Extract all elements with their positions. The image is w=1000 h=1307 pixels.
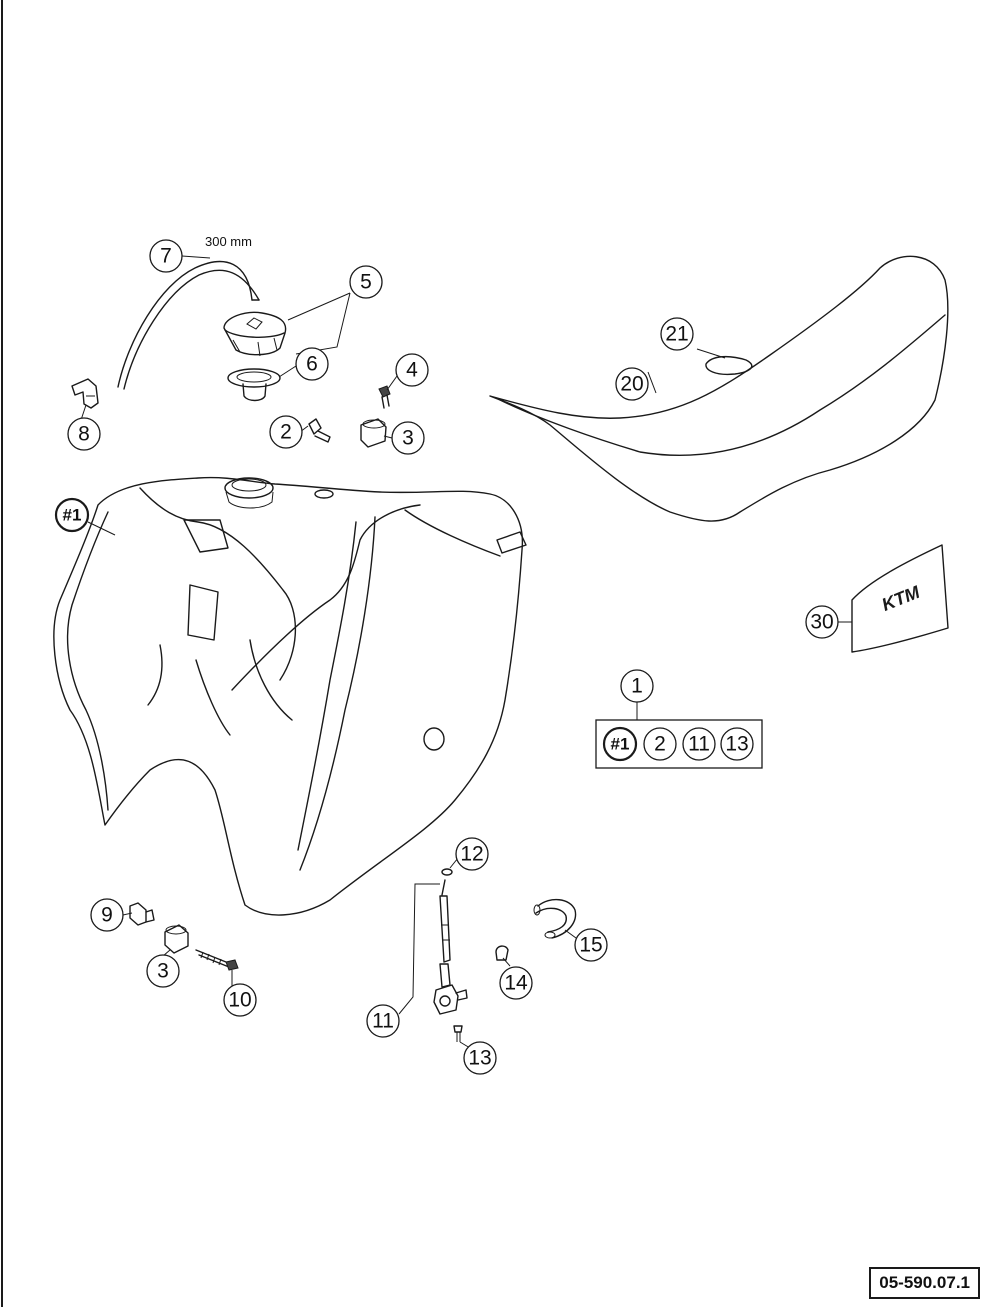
ktm-decal-part: KTM xyxy=(851,544,949,653)
kit-item-13: 13 xyxy=(720,727,754,761)
screw-part-4 xyxy=(378,385,391,409)
rubber-bushing-top-part xyxy=(360,418,387,448)
callout-3-top: 3 xyxy=(391,421,425,455)
svg-text:13: 13 xyxy=(468,1047,491,1070)
callout-6: 6 xyxy=(295,347,329,381)
svg-text:15: 15 xyxy=(579,934,602,957)
callout-30: 30 xyxy=(805,605,839,639)
fuel-hose-part xyxy=(533,899,577,939)
drawing-reference-number: 05-590.07.1 xyxy=(869,1267,980,1299)
hose-clamp-part xyxy=(495,945,509,961)
callout-14: 14 xyxy=(499,966,533,1000)
svg-text:4: 4 xyxy=(406,359,418,382)
fuel-tank-part xyxy=(53,476,527,916)
screw-part-10 xyxy=(195,949,239,971)
svg-text:20: 20 xyxy=(620,373,643,396)
svg-text:3: 3 xyxy=(402,427,414,450)
callout-11: 11 xyxy=(366,1004,400,1038)
decal-logo-text: KTM xyxy=(879,581,924,615)
kit-item-11: 11 xyxy=(682,727,716,761)
svg-text:#1: #1 xyxy=(63,506,82,525)
svg-text:2: 2 xyxy=(654,733,666,756)
bolt-part-2 xyxy=(308,418,331,443)
bushing-part-9 xyxy=(129,902,155,926)
hose-fitting-part xyxy=(71,378,99,409)
svg-text:6: 6 xyxy=(306,353,318,376)
leader-lines xyxy=(78,255,852,1049)
callout-3-bottom: 3 xyxy=(146,954,180,988)
cap-seal-part xyxy=(227,368,281,402)
svg-text:13: 13 xyxy=(725,733,748,756)
callout-5: 5 xyxy=(349,265,383,299)
rubber-bushing-bottom-part xyxy=(164,924,189,954)
svg-text:14: 14 xyxy=(504,972,528,995)
hose-length-label: 300 mm xyxy=(205,234,252,249)
filler-cap-part xyxy=(223,311,287,357)
callout-21: 21 xyxy=(660,317,694,351)
callout-15: 15 xyxy=(574,928,608,962)
callout-8: 8 xyxy=(67,417,101,451)
svg-text:11: 11 xyxy=(688,733,710,756)
callout-13: 13 xyxy=(463,1041,497,1075)
svg-text:10: 10 xyxy=(228,989,251,1012)
svg-text:2: 2 xyxy=(280,421,292,444)
callout-20: 20 xyxy=(615,367,649,401)
kit-item-2: 2 xyxy=(643,727,677,761)
svg-text:12: 12 xyxy=(460,843,483,866)
svg-text:30: 30 xyxy=(810,611,833,634)
svg-text:3: 3 xyxy=(157,960,169,983)
kit-item-tank: #1 xyxy=(602,726,638,762)
callout-7: 7 xyxy=(149,239,183,273)
callout-tank: #1 xyxy=(54,497,90,533)
callout-9: 9 xyxy=(90,898,124,932)
callout-12: 12 xyxy=(455,837,489,871)
callout-bubbles: 7 5 6 4 8 2 3 #1 xyxy=(54,239,839,1075)
fuel-tap-part xyxy=(433,879,468,1015)
o-ring-part xyxy=(441,868,453,876)
svg-text:8: 8 xyxy=(78,423,90,446)
callout-1: 1 xyxy=(620,669,654,703)
svg-text:7: 7 xyxy=(160,245,172,268)
callout-2-top: 2 xyxy=(269,415,303,449)
svg-text:1: 1 xyxy=(631,675,643,698)
svg-text:11: 11 xyxy=(372,1010,394,1033)
svg-text:9: 9 xyxy=(101,904,113,927)
svg-text:5: 5 xyxy=(360,271,372,294)
callout-4: 4 xyxy=(395,353,429,387)
callout-10: 10 xyxy=(223,983,257,1017)
svg-text:#1: #1 xyxy=(611,735,630,754)
seat-part xyxy=(489,255,949,522)
vent-hose-part xyxy=(117,260,260,390)
svg-text:21: 21 xyxy=(665,323,688,346)
screw-part-13 xyxy=(453,1025,463,1042)
